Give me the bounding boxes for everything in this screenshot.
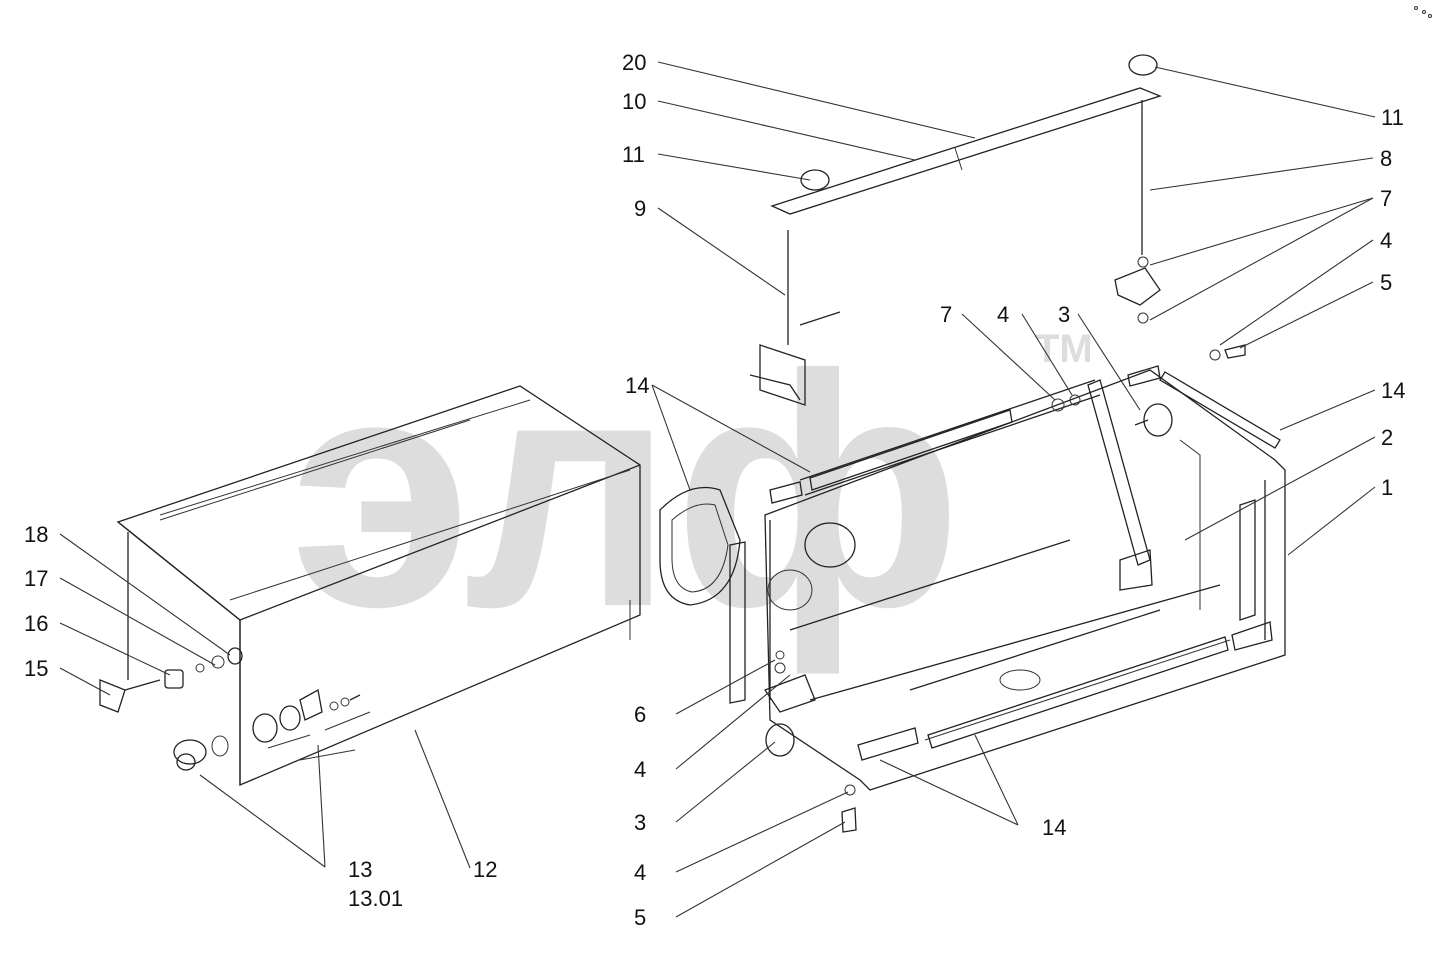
callout-14-right: 14 (1381, 378, 1405, 403)
callout-4-lower: 4 (634, 757, 646, 782)
callout-9: 9 (634, 196, 646, 221)
rubber-strips (659, 365, 1229, 761)
watermark-trademark: TM (1035, 327, 1093, 371)
watermark-brand: элф (290, 306, 962, 677)
callout-5-right: 5 (1380, 270, 1392, 295)
top-strap (770, 54, 1162, 345)
callout-11-right: 11 (1381, 105, 1404, 130)
clamp-bracket (749, 311, 841, 406)
callout-13-01: 13.01 (348, 886, 403, 911)
callout-7-middle: 7 (940, 302, 952, 327)
callout-18: 18 (24, 522, 48, 547)
knob-assembly (99, 647, 243, 713)
main-frame (764, 369, 1286, 791)
callout-4-right: 4 (1380, 228, 1392, 253)
callout-2: 2 (1381, 425, 1393, 450)
callout-16: 16 (24, 611, 48, 636)
callout-10: 10 (622, 89, 646, 114)
callout-labels: 20 10 11 9 11 8 7 4 5 7 4 3 14 14 2 1 18… (24, 50, 1405, 930)
callout-4-middle: 4 (997, 302, 1009, 327)
callout-6: 6 (634, 702, 646, 727)
mounts (763, 344, 1246, 833)
leader-lines (59, 61, 1376, 918)
watermark: элф TM (290, 306, 1093, 677)
callout-8: 8 (1380, 146, 1392, 171)
callout-7-right: 7 (1380, 186, 1392, 211)
callout-15: 15 (24, 656, 48, 681)
callout-3-top: 3 (1058, 302, 1070, 327)
callout-17: 17 (24, 566, 48, 591)
callout-12: 12 (473, 857, 497, 882)
corner-mark (1414, 6, 1432, 18)
callout-11-left: 11 (622, 142, 645, 167)
cover-panel (116, 385, 641, 786)
callout-20: 20 (622, 50, 646, 75)
callout-13: 13 (348, 857, 372, 882)
callout-5-bottom: 5 (634, 905, 646, 930)
callout-14-left: 14 (625, 373, 649, 398)
callout-3-lower: 3 (634, 810, 646, 835)
lock-assembly (173, 688, 371, 771)
callout-1: 1 (1381, 475, 1393, 500)
callout-4-bottom: 4 (634, 860, 646, 885)
callout-14-bottom: 14 (1042, 815, 1066, 840)
